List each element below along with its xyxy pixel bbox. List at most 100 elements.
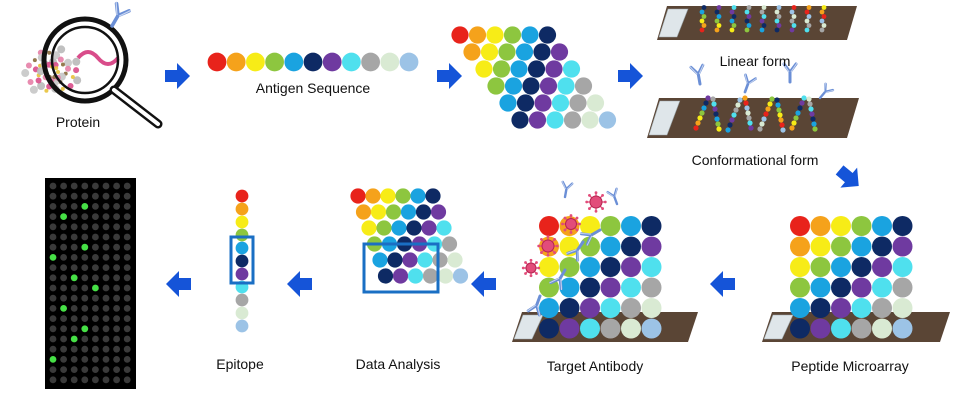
analysis-dot-yellow [361,220,377,236]
target-dot-yellow [580,216,600,236]
arrow-shape [166,271,191,297]
target-dot-navy [641,216,662,236]
analysis-dot-gray [441,236,458,252]
conformational-peptide-bead [757,126,763,132]
microarray-dot-green [810,257,831,277]
target-dot-red [539,216,559,236]
linear-peptide-bead [714,18,720,24]
scan-spot [92,345,99,353]
scan-spot [70,243,78,251]
linear-peptide-bead [774,27,780,33]
microarray-dot-purple [810,318,831,339]
target-dot-blue [559,277,580,298]
linear-peptide-bead [744,27,750,33]
scan-spot-bright [70,335,78,343]
scan-spot [92,254,99,261]
scan-spot [92,203,99,210]
epitope-highlight-box [229,235,255,285]
protein-atom [52,51,61,60]
virus-spike-tip [575,228,579,232]
virus-spike-tip [563,228,567,232]
virus-spike-tip [521,266,525,270]
scan-spot [49,294,57,302]
scan-spot [102,274,110,282]
scan-spot [49,223,57,231]
conformational-peptide-bead [699,110,705,116]
linear-peptide-bead [791,5,797,10]
sequence-dot-yellow [246,52,265,72]
slide-label [658,8,689,38]
scan-spot-bright [92,284,99,292]
virus-spike-tip [540,238,543,241]
scan-spot [113,203,120,210]
scan-spot [92,335,99,343]
scan-spot-bright [81,243,89,251]
protein-atom [60,86,65,91]
scan-spot [123,366,131,373]
linear-peptide-bead [789,9,795,15]
arrow-shape [437,63,462,89]
linear-peptide-bead [761,5,767,10]
analysis-dot-gray [432,252,448,268]
linear-peptide-bead [819,9,825,15]
conformational-peptide-bead [737,97,743,103]
microarray-dot-gray [872,298,892,318]
conformational-peptide-bead [746,115,752,121]
scan-spot [70,203,78,210]
virus-spike-tip [553,238,556,241]
antibody-highlight [782,62,798,73]
target-dot-lightgreen [621,318,641,339]
analysis-dot-blue [410,188,426,204]
scan-spot [92,213,99,221]
conformational-peptide-bead [747,120,753,126]
protein-atom [21,69,30,78]
overlap-dot-green [487,77,505,95]
antibody-arms [743,73,757,94]
conformational-peptide-bead [697,115,703,121]
scan-spot [102,233,110,241]
microarray-dot-navy [790,318,810,339]
overlap-dot-purple [534,94,552,112]
scan-spot [113,376,120,384]
linear-peptide-bead [789,18,795,24]
decorations [21,1,835,317]
scan-spot [49,192,57,200]
overlap-dot-yellow [486,26,504,44]
overlap-dot-blue [515,43,534,61]
microarray-dot-gray [892,277,913,298]
magnifier-outer-ring [41,16,129,104]
overlap-dot-purple [550,43,569,61]
analysis-dot-yellow [380,188,396,204]
scan-spot [92,233,99,241]
virus-spike-tip [535,261,538,264]
conformational-peptide-bead [748,125,754,131]
scan-spot [81,192,89,200]
scan-spot [113,264,120,271]
virus-spike-tip [555,244,559,248]
scan-spot [60,356,67,363]
protein-atom [65,65,72,72]
antibody-highlight [115,2,131,17]
antibody-highlight [824,82,835,93]
protein-atom [29,85,38,94]
virus-spike-tip [561,222,564,226]
microarray-dot-cyan [851,298,872,318]
scan-spot [92,223,99,231]
scan-spot-bright [49,356,57,363]
scan-spot [81,213,89,221]
microarray-dot-orange [810,216,831,236]
conformational-peptide-bead [716,126,722,132]
linear-peptide-bead [804,27,810,33]
linear-peptide-bead [701,14,707,19]
conformational-peptide-bead [791,120,797,126]
microarray-dot-blue [810,277,831,298]
scan-spot [81,223,89,231]
conformational-peptide-bead [769,96,775,102]
scan-spot [81,335,89,343]
overlap-dot-blue [504,77,523,95]
scan-spot [123,356,131,363]
linear-peptide-bead [789,27,795,33]
virus-body [525,262,537,274]
scan-spot [60,284,67,292]
